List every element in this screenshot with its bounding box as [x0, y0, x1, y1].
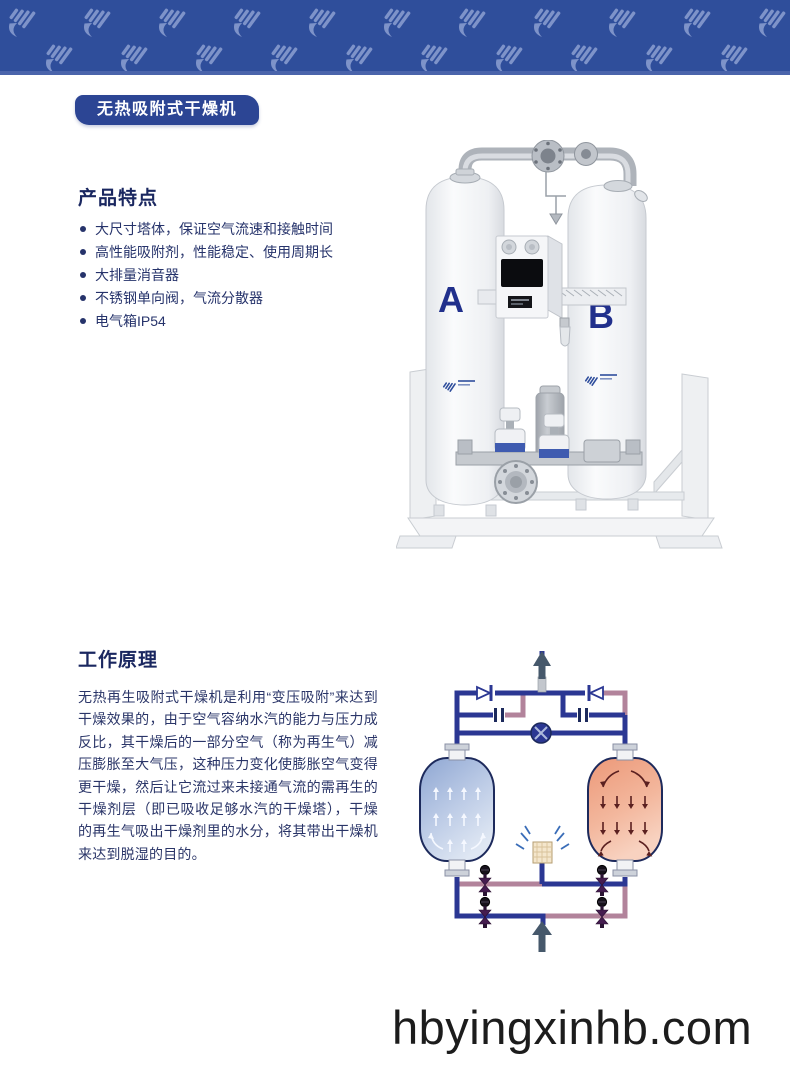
check-valve-icon [587, 685, 604, 701]
purge-valve-icon [478, 896, 492, 929]
flange-icon [603, 180, 633, 192]
header-band [0, 0, 790, 75]
orifice-icon [577, 708, 589, 722]
section-title-badge: 无热吸附式干燥机 [75, 95, 260, 125]
check-valve-icon [476, 685, 493, 701]
brand-logo-pattern [0, 0, 790, 75]
bottom-piping [455, 407, 643, 504]
tower-a [425, 168, 505, 517]
center-flange-icon [531, 139, 598, 173]
regenerating-tower [587, 743, 663, 877]
display-screen [501, 259, 543, 287]
features-heading: 产品特点 [78, 188, 159, 209]
purge-valve-icon [595, 864, 609, 897]
principle-heading: 工作原理 [78, 650, 159, 671]
valve-actuator [494, 407, 526, 452]
controller-label [508, 296, 532, 308]
bullet-dot-icon [80, 272, 86, 278]
list-item: 高性能吸附剂，性能稳定、使用周期长 [78, 243, 398, 261]
purge-valve-icon [595, 896, 609, 929]
valve-actuator [538, 413, 570, 458]
features-list: 大尺寸塔体，保证空气流速和接触时间 高性能吸附剂，性能稳定、使用周期长 大排量消… [78, 220, 398, 330]
list-item: 不锈钢单向阀，气流分散器 [78, 289, 398, 307]
switching-valve-icon [530, 722, 552, 744]
bullet-dot-icon [80, 249, 86, 255]
bullet-dot-icon [80, 295, 86, 301]
outlet-arrow-icon [533, 651, 551, 693]
controller-box [477, 235, 627, 347]
principle-schematic [415, 645, 735, 970]
tower-a-label: A [438, 279, 464, 320]
inlet-arrow-icon [532, 921, 552, 952]
flow-diagram [419, 651, 663, 952]
principle-section: 工作原理 无热再生吸附式干燥机是利用“变压吸附”来达到干燥效果的，由于空气容纳水… [78, 645, 378, 865]
list-item: 大排量消音器 [78, 266, 398, 284]
muffler-icon [515, 825, 570, 864]
watermark-text: hbyingxinhb.com [392, 1001, 753, 1054]
front-flange-icon [494, 460, 538, 504]
orifice-icon [493, 708, 505, 722]
twin-tower-dryer-illustration: A B [395, 139, 723, 549]
bullet-dot-icon [80, 226, 86, 232]
purge-line [457, 690, 628, 919]
purge-valve-icon [478, 864, 492, 897]
list-item: 电气箱IP54 [78, 312, 398, 330]
principle-body: 无热再生吸附式干燥机是利用“变压吸附”来达到干燥效果的，由于空气容纳水汽的能力与… [78, 689, 378, 862]
product-photo: A B [395, 139, 726, 554]
bullet-dot-icon [80, 318, 86, 324]
drying-tower [419, 743, 495, 877]
features-section: 产品特点 大尺寸塔体，保证空气流速和接触时间 高性能吸附剂，性能稳定、使用周期长… [78, 183, 398, 335]
tower-b [567, 180, 648, 511]
drain-bowl [559, 326, 571, 347]
list-item: 大尺寸塔体，保证空气流速和接触时间 [78, 220, 398, 238]
